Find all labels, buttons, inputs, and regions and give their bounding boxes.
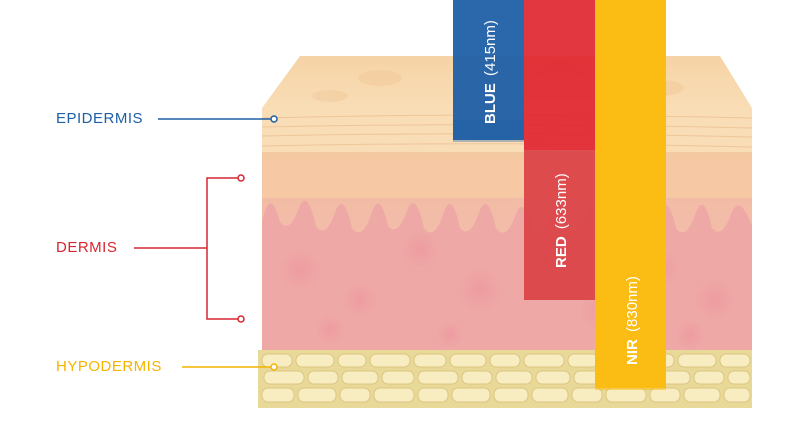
blue-beam-label: BLUE (415nm) <box>482 20 499 124</box>
red-beam <box>524 0 595 300</box>
hypodermis-leader <box>182 363 278 371</box>
epidermis-leader <box>158 115 278 123</box>
hypodermis-label: HYPODERMIS <box>56 358 162 375</box>
blue-beam <box>453 0 524 142</box>
hypodermis-layer <box>258 350 752 408</box>
dermis-bracket <box>134 174 245 323</box>
nir-beam <box>595 0 666 390</box>
dermis-layer <box>262 158 752 352</box>
red-beam-label: RED (633nm) <box>553 173 570 268</box>
nir-beam-label: NIR (830nm) <box>624 276 641 365</box>
dermis-label: DERMIS <box>56 239 118 256</box>
epidermis-label: EPIDERMIS <box>56 110 144 127</box>
